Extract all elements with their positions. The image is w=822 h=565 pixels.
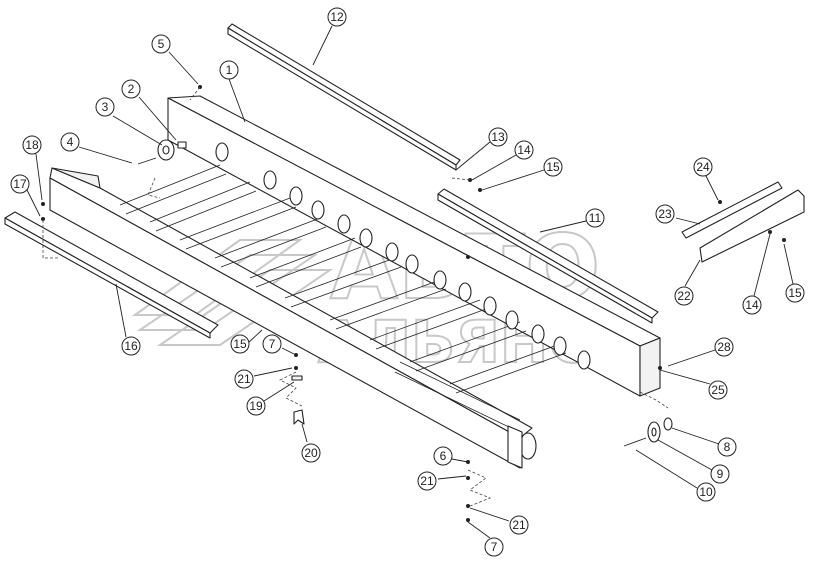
svg-text:11: 11	[589, 211, 602, 225]
callout-6: 6	[433, 446, 453, 466]
end-roller	[507, 425, 537, 469]
svg-text:18: 18	[25, 138, 39, 152]
svg-text:15: 15	[546, 160, 560, 174]
callout-15a: 15	[543, 157, 563, 177]
cross-tubes	[119, 164, 567, 431]
rear-frame-rail	[167, 95, 661, 397]
callout-21b: 21	[417, 471, 437, 491]
svg-text:24: 24	[696, 160, 710, 174]
callout-3: 3	[95, 97, 115, 117]
svg-text:20: 20	[304, 446, 318, 460]
callout-23: 23	[655, 204, 675, 224]
callout-20: 20	[301, 443, 321, 463]
svg-text:6: 6	[440, 449, 447, 463]
svg-text:13: 13	[491, 130, 505, 144]
svg-text:1: 1	[226, 63, 233, 77]
svg-text:2: 2	[128, 82, 135, 96]
callout-14a: 14	[514, 140, 534, 160]
svg-text:21: 21	[237, 372, 251, 386]
callout-17: 17	[10, 174, 30, 194]
svg-text:28: 28	[717, 340, 731, 354]
fasteners	[41, 85, 786, 522]
part-22-23-brackets	[681, 181, 805, 263]
callout-5: 5	[151, 34, 171, 54]
callout-25: 25	[708, 380, 728, 400]
callout-24: 24	[693, 157, 713, 177]
svg-text:12: 12	[330, 10, 344, 24]
svg-text:15: 15	[233, 337, 247, 351]
front-frame-rail	[49, 167, 533, 469]
svg-text:4: 4	[67, 135, 74, 149]
svg-text:7: 7	[491, 540, 498, 554]
svg-text:16: 16	[124, 339, 138, 353]
callout-13: 13	[488, 127, 508, 147]
svg-text:14: 14	[745, 298, 759, 312]
callout-9: 9	[710, 464, 730, 484]
callout-11: 11	[585, 208, 605, 228]
callout-16: 16	[121, 336, 141, 356]
part-11-strip	[437, 188, 659, 324]
rollers	[215, 142, 591, 370]
callout-19: 19	[246, 396, 266, 416]
svg-text:10: 10	[699, 485, 713, 499]
callout-8: 8	[717, 437, 737, 457]
callout-28: 28	[714, 337, 734, 357]
callout-7a: 7	[262, 334, 282, 354]
callout-1: 1	[219, 60, 239, 80]
leader-lines	[26, 25, 794, 539]
svg-text:21: 21	[512, 518, 526, 532]
svg-text:22: 22	[677, 289, 691, 303]
callout-15b: 15	[785, 283, 805, 303]
svg-text:17: 17	[13, 177, 27, 191]
svg-text:19: 19	[249, 399, 263, 413]
svg-text:21: 21	[420, 474, 434, 488]
part-16-strip	[4, 211, 219, 339]
svg-text:25: 25	[711, 383, 725, 397]
svg-text:14: 14	[517, 143, 531, 157]
svg-text:15: 15	[788, 286, 802, 300]
callout-18: 18	[22, 135, 42, 155]
svg-text:3: 3	[102, 100, 109, 114]
callout-12: 12	[327, 7, 347, 27]
svg-text:23: 23	[658, 207, 672, 221]
callout-10: 10	[696, 482, 716, 502]
svg-text:9: 9	[717, 467, 724, 481]
callout-22: 22	[674, 286, 694, 306]
callout-14b: 14	[742, 295, 762, 315]
callout-4: 4	[60, 132, 80, 152]
callout-21a: 21	[234, 369, 254, 389]
svg-text:8: 8	[724, 440, 731, 454]
callout-2: 2	[121, 79, 141, 99]
callout-7b: 7	[484, 537, 504, 557]
svg-text:7: 7	[269, 337, 276, 351]
callout-15c: 15	[230, 334, 250, 354]
assembly-paths	[42, 86, 669, 507]
callout-21c: 21	[509, 515, 529, 535]
svg-text:5: 5	[158, 37, 165, 51]
